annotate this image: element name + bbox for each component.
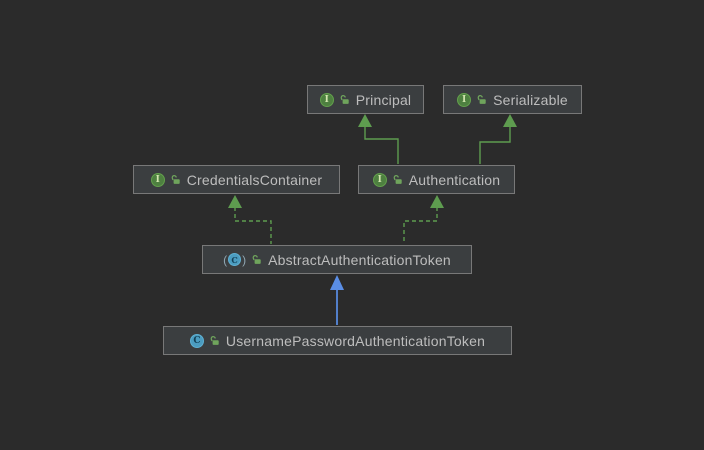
abstract-class-icon: ( C ) <box>223 252 247 267</box>
arrowhead <box>358 114 372 127</box>
public-lock-icon <box>251 254 262 265</box>
edge-authentication-extends-principal[interactable] <box>358 114 399 164</box>
public-lock-icon <box>476 94 487 105</box>
node-label: UsernamePasswordAuthenticationToken <box>225 332 486 349</box>
interface-icon: I <box>319 92 334 107</box>
node-authentication[interactable]: I Authentication <box>358 165 515 194</box>
arrowhead <box>228 195 242 208</box>
interface-icon: I <box>150 172 165 187</box>
node-username-password-authentication-token[interactable]: C UsernamePasswordAuthenticationToken <box>163 326 512 355</box>
node-principal[interactable]: I Principal <box>307 85 424 114</box>
node-label: Authentication <box>408 171 501 188</box>
node-credentials-container[interactable]: I CredentialsContainer <box>133 165 340 194</box>
public-lock-icon <box>339 94 350 105</box>
public-lock-icon <box>170 174 181 185</box>
public-lock-icon <box>209 335 220 346</box>
public-lock-icon <box>392 174 403 185</box>
node-label: CredentialsContainer <box>186 171 323 188</box>
edge-authentication-extends-serializable[interactable] <box>479 114 517 164</box>
arrowhead <box>430 195 444 208</box>
node-label: Serializable <box>493 91 568 108</box>
class-icon: C <box>189 333 204 348</box>
node-abstract-authentication-token[interactable]: ( C ) AbstractAuthenticationToken <box>202 245 472 274</box>
node-serializable[interactable]: I Serializable <box>443 85 582 114</box>
interface-icon: I <box>457 92 472 107</box>
interface-icon: I <box>372 172 387 187</box>
arrowhead <box>330 275 344 290</box>
arrowhead <box>503 114 517 127</box>
edge-abstracttoken-implements-credentialscontainer[interactable] <box>228 195 272 244</box>
edge-abstracttoken-implements-authentication[interactable] <box>403 195 444 244</box>
edge-usernamepasswordtoken-extends-abstracttoken[interactable] <box>330 275 344 325</box>
node-label: Principal <box>355 91 412 108</box>
node-label: AbstractAuthenticationToken <box>268 251 451 268</box>
